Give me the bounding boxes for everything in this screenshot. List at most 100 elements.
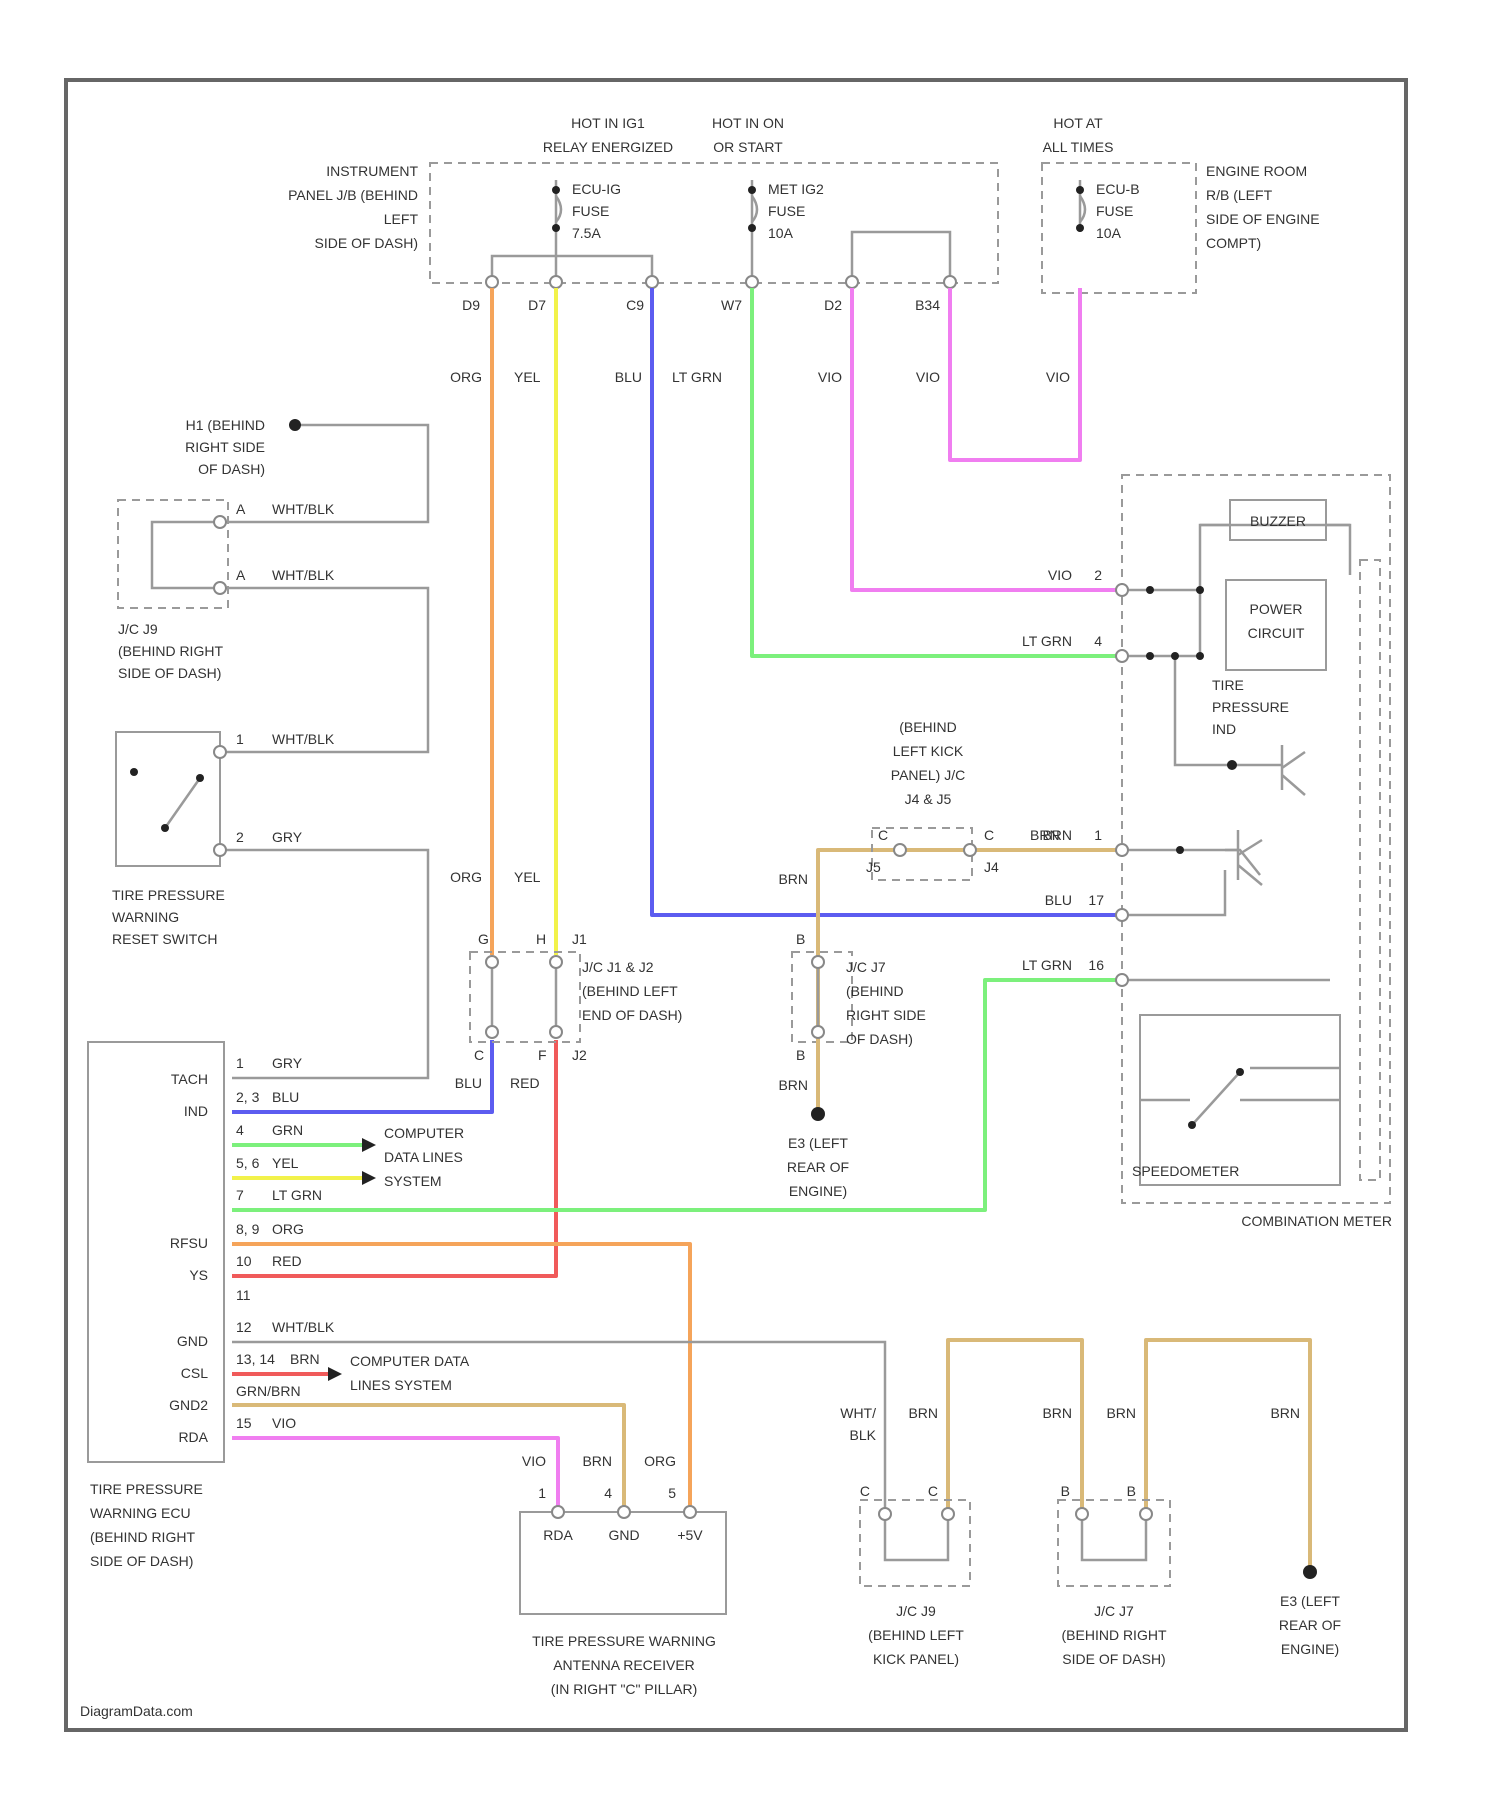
meter-pin-2: 2 [1094, 567, 1102, 583]
jc-j9b-label-3: KICK PANEL) [873, 1651, 959, 1667]
ground-h1-label-1: H1 (BEHIND [186, 417, 265, 433]
engine-room-label-3: SIDE OF ENGINE [1206, 211, 1320, 227]
jc-j9-top: A WHT/BLK A WHT/BLK J/C J9 (BEHIND RIGHT… [118, 500, 335, 681]
jc-j7b-pin-1: B [1061, 1483, 1070, 1499]
pin-b34: B34 [915, 297, 940, 313]
jc-wire-yel: YEL [514, 869, 541, 885]
ground-h1: H1 (BEHIND RIGHT SIDE OF DASH) [185, 417, 301, 477]
engine-room-label-4: COMPT) [1206, 235, 1261, 251]
antenna-wire-vio: VIO [522, 1453, 546, 1469]
ecu-pin-5: 5, 6 [236, 1155, 260, 1171]
jc-j7: B B J/C J7 (BEHIND RIGHT SIDE OF DASH) B… [778, 931, 925, 1199]
jc-j7-bottom: BRN BRN B B J/C J7 (BEHIND RIGHT SIDE OF… [1042, 1405, 1170, 1667]
pin-c9: C9 [626, 297, 644, 313]
wire-label-yel: YEL [514, 369, 541, 385]
ecu-term-csl: CSL [181, 1365, 208, 1381]
ground-e3b-label-2: REAR OF [1279, 1617, 1341, 1633]
jc-j9b-pin-c1: C [860, 1483, 870, 1499]
jc-j1-j2-label-1: J/C J1 & J2 [582, 959, 654, 975]
ecu-term-gnd: GND [177, 1333, 208, 1349]
jc-j7b-wire-2: BRN [1106, 1405, 1136, 1421]
meter-wire-ltgrn: LT GRN [1022, 633, 1072, 649]
jc-j9b-pin-c2: C [928, 1483, 938, 1499]
wire-label-vio-1: VIO [818, 369, 842, 385]
jc-wire-org: ORG [450, 869, 482, 885]
jc-j7b-wire-1: BRN [1042, 1405, 1072, 1421]
kick-jc-wire: BRN [1030, 827, 1060, 843]
jc-j7b-label-2: (BEHIND RIGHT [1062, 1627, 1167, 1643]
antenna-pin-1: 1 [538, 1485, 546, 1501]
wire-ltgrn-meter [752, 288, 1118, 656]
tire-pressure-ind-label-3: IND [1212, 721, 1236, 737]
kick-jc-label-3: PANEL) J/C [891, 767, 965, 783]
kick-jc-label-4: J4 & J5 [905, 791, 952, 807]
engine-room-label-2: R/B (LEFT [1206, 187, 1273, 203]
antenna-pin-4: 4 [604, 1485, 612, 1501]
pin-d2: D2 [824, 297, 842, 313]
ecu-b-fuse-label-1: ECU-B [1096, 181, 1140, 197]
jc-j7-label-1: J/C J7 [846, 959, 886, 975]
jc-j9b-label-2: (BEHIND LEFT [868, 1627, 964, 1643]
ecu-ig-fuse-label-1: ECU-IG [572, 181, 621, 197]
ecu-pin-5-wire: YEL [272, 1155, 299, 1171]
meter-pin-16: 16 [1088, 957, 1104, 973]
hot-on-label-2: OR START [713, 139, 783, 155]
hot-ig1-label-2: RELAY ENERGIZED [543, 139, 673, 155]
tire-pressure-ind-label-1: TIRE [1212, 677, 1244, 693]
wire-label-vio-2: VIO [916, 369, 940, 385]
ground-e3b-wire: BRN [1270, 1405, 1300, 1421]
ecu-pin-8-wire: ORG [272, 1221, 304, 1237]
antenna-term-5v: +5V [677, 1527, 703, 1543]
antenna-wire-brn: BRN [582, 1453, 612, 1469]
hot-ig1-label-1: HOT IN IG1 [571, 115, 645, 131]
engine-room-rb: HOT AT ALL TIMES ECU-B FUSE 10A ENGINE R… [1042, 115, 1320, 293]
jc-j9b-wire-wht: WHT/ [840, 1405, 876, 1421]
jc-j7b-label-1: J/C J7 [1094, 1603, 1134, 1619]
ecu-pin-15-wire: VIO [272, 1415, 296, 1431]
reset-switch-label-2: WARNING [112, 909, 179, 925]
cdl2-label-1: COMPUTER DATA [350, 1353, 470, 1369]
antenna-label-1: TIRE PRESSURE WARNING [532, 1633, 716, 1649]
jc-wire-blu: BLU [455, 1075, 482, 1091]
ecu-pin-2: 2, 3 [236, 1089, 260, 1105]
ecu-ig-fuse-label-2: FUSE [572, 203, 609, 219]
ground-e3a-label-1: E3 (LEFT [788, 1135, 848, 1151]
cdl1-label-3: SYSTEM [384, 1173, 442, 1189]
cdl1-label-2: DATA LINES [384, 1149, 463, 1165]
ecu-pin-13: 13, 14 [236, 1351, 275, 1367]
jc-j9-label-1: J/C J9 [118, 621, 158, 637]
meter-wire-blu: BLU [1045, 892, 1072, 908]
power-circuit-label-2: CIRCUIT [1248, 625, 1305, 641]
instrument-panel-label-3: LEFT [384, 211, 419, 227]
jc-j9-wire-1: WHT/BLK [272, 501, 335, 517]
ecu-label-4: SIDE OF DASH) [90, 1553, 193, 1569]
ecu-pin-15: 15 [236, 1415, 252, 1431]
ecu-term-tach: TACH [171, 1071, 208, 1087]
instrument-panel-label-2: PANEL J/B (BEHIND [288, 187, 418, 203]
met-ig2-fuse-label-1: MET IG2 [768, 181, 824, 197]
jc-j7b-pin-2: B [1127, 1483, 1136, 1499]
wire-vio-rda [232, 1438, 558, 1508]
ecu-b-fuse-label-2: FUSE [1096, 203, 1133, 219]
kick-jc-label-1: (BEHIND [899, 719, 957, 735]
ecu-pin-12-wire: WHT/BLK [272, 1319, 335, 1335]
ecu-term-ind: IND [184, 1103, 208, 1119]
tire-pressure-ind-label-2: PRESSURE [1212, 699, 1289, 715]
met-ig2-fuse-label-3: 10A [768, 225, 794, 241]
ecu-term-gnd2: GND2 [169, 1397, 208, 1413]
kick-jc-wire-left: BRN [778, 871, 808, 887]
jc-j9b-wire-brn: BRN [908, 1405, 938, 1421]
ecu-b-fuse-label-3: 10A [1096, 225, 1122, 241]
ground-e3b-label-1: E3 (LEFT [1280, 1593, 1340, 1609]
ground-e3a-label-2: REAR OF [787, 1159, 849, 1175]
engine-room-label-1: ENGINE ROOM [1206, 163, 1307, 179]
reset-switch-pin-1: 1 [236, 731, 244, 747]
ground-e3a-label-3: ENGINE) [789, 1183, 847, 1199]
reset-switch: 1 WHT/BLK 2 GRY TIRE PRESSURE WARNING RE… [112, 731, 335, 947]
wires [232, 288, 1310, 1568]
footer-watermark: DiagramData.com [80, 1703, 193, 1719]
kick-jc-pin-b: C [984, 827, 994, 843]
ecu-pin-12: 12 [236, 1319, 252, 1335]
antenna-wire-org: ORG [644, 1453, 676, 1469]
combination-meter-label: COMBINATION METER [1241, 1213, 1392, 1229]
